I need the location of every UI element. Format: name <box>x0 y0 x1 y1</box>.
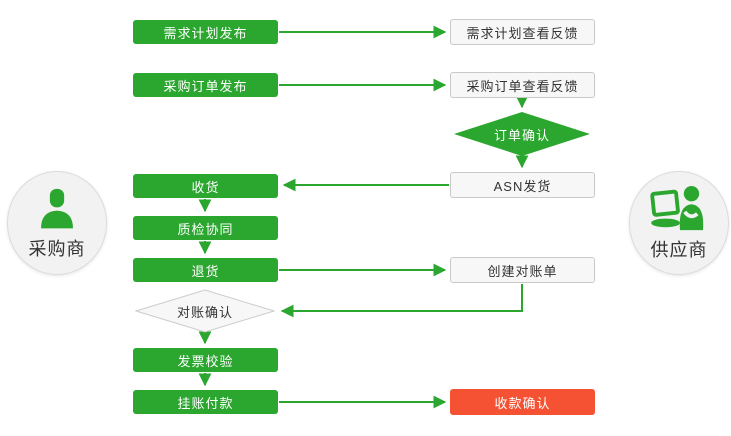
node-demand-plan-feedback: 需求计划查看反馈 <box>450 19 595 45</box>
person-laptop-icon <box>649 185 709 233</box>
node-create-statement: 创建对账单 <box>450 257 595 283</box>
actor-supplier-label: 供应商 <box>650 239 708 260</box>
node-return-goods: 退货 <box>133 258 278 282</box>
node-po-feedback: 采购订单查看反馈 <box>450 72 595 98</box>
edge-statement-to-confirm <box>280 284 523 318</box>
node-quality-collab: 质检协同 <box>133 216 278 240</box>
person-icon <box>36 186 78 232</box>
node-receipt-confirm: 收款确认 <box>450 389 595 415</box>
node-receive: 收货 <box>133 174 278 198</box>
node-po-publish: 采购订单发布 <box>133 73 278 97</box>
node-invoice-check: 发票校验 <box>133 348 278 372</box>
node-statement-confirm: 对账确认 <box>135 289 275 333</box>
diamond-shape <box>454 112 590 156</box>
actor-buyer: 采购商 <box>7 171 107 275</box>
diamond-shape <box>135 289 275 333</box>
node-pending-payment: 挂账付款 <box>133 390 278 414</box>
node-order-confirm: 订单确认 <box>454 112 590 156</box>
node-asn-ship: ASN发货 <box>450 172 595 198</box>
actor-buyer-label: 采购商 <box>28 238 86 259</box>
node-order-confirm-label: 订单确认 <box>493 127 550 143</box>
node-demand-plan-publish: 需求计划发布 <box>133 20 278 44</box>
node-statement-confirm-label: 对账确认 <box>176 304 233 320</box>
actor-supplier: 供应商 <box>629 171 729 275</box>
